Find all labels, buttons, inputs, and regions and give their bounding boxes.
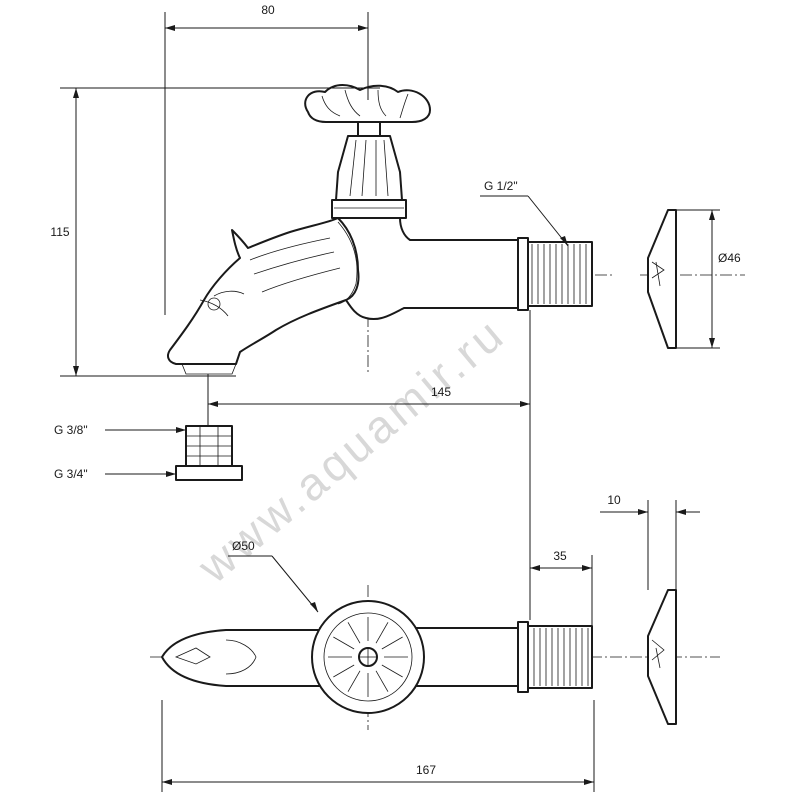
dolphin-spout-shape [167, 217, 360, 365]
top-body-shape [161, 629, 321, 687]
rosette-petal [375, 670, 389, 692]
dim-thread-length: 35 [553, 549, 567, 563]
top-flange-shape [647, 589, 677, 725]
rosette-handle [311, 600, 425, 714]
rosette-petal [347, 622, 361, 644]
inlet-thread-shape [521, 241, 593, 307]
label-outlet-thread-small: G 3/8" [54, 423, 88, 437]
dim-flange-thickness: 10 [607, 493, 621, 507]
dimension-lines [60, 12, 720, 792]
label-inlet-thread: G 1/2" [484, 179, 518, 193]
dim-height: 115 [50, 225, 69, 239]
dim-total-length: 167 [416, 763, 436, 777]
rosette-petal [333, 664, 355, 678]
rosette-petal [381, 636, 403, 650]
rosette-petal [375, 622, 389, 644]
body-shape [338, 217, 523, 320]
outlet-adaptor [175, 374, 243, 481]
rosette-petal [381, 664, 403, 678]
labels: 80 115 145 167 35 10 G 1/2" G 3/8" G 3/4… [50, 3, 741, 777]
rosette-petal [333, 636, 355, 650]
dim-spout-to-thread: 145 [431, 385, 451, 399]
top-view [150, 585, 720, 730]
flange-side-shape [647, 209, 677, 349]
rosette-petal [347, 670, 361, 692]
dim-top-width: 80 [261, 3, 275, 17]
side-view [167, 15, 745, 375]
label-flange-diameter: Ø46 [718, 251, 741, 265]
label-outlet-thread-large: G 3/4" [54, 467, 88, 481]
top-thread-shape [527, 625, 593, 689]
top-handle-shape [304, 84, 431, 123]
label-handle-diameter: Ø50 [232, 539, 255, 553]
bonnet-shape [335, 135, 403, 201]
